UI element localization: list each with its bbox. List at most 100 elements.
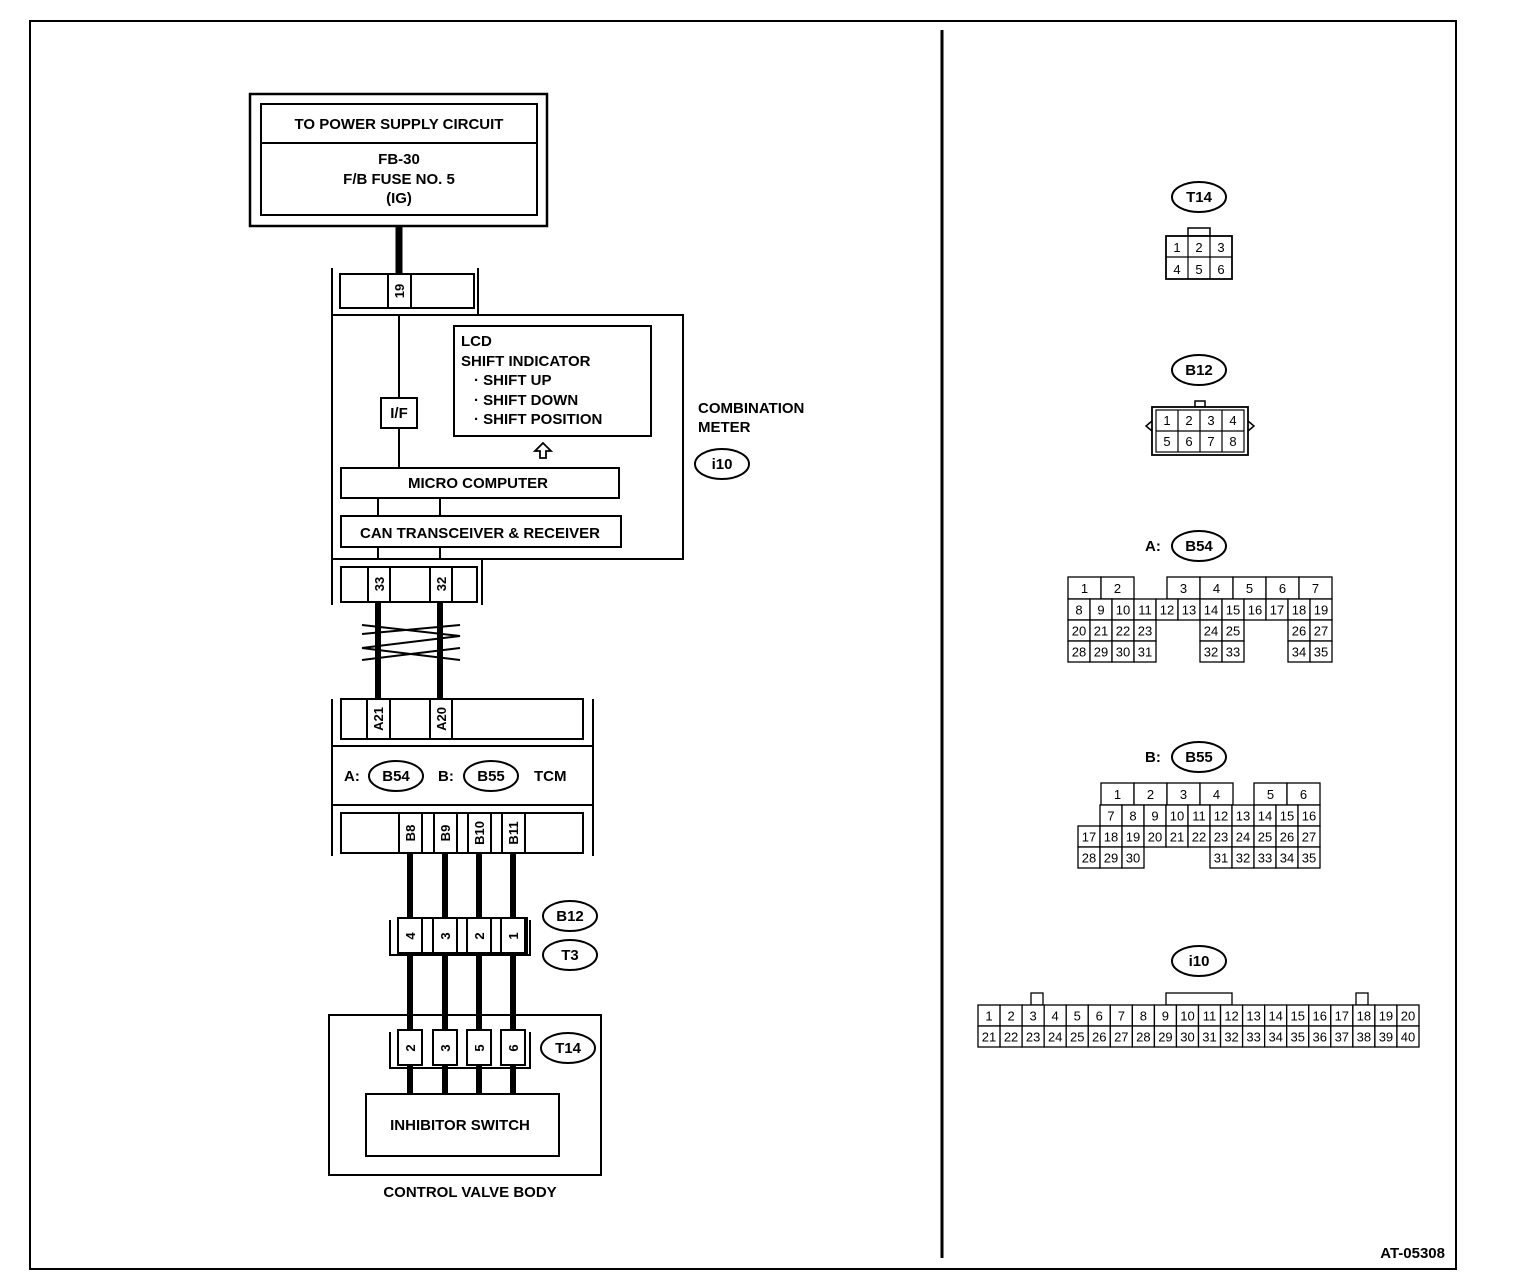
pin-cell: 13 — [1236, 809, 1250, 824]
tcm-b-prefix: B: — [438, 768, 454, 785]
connector-latch — [1030, 992, 1044, 1006]
connector-badge-b55-face — [1171, 741, 1227, 773]
connector-badge-label: T14 — [555, 1040, 582, 1057]
connector-badge-i10 — [694, 448, 750, 480]
can-transceiver-block — [340, 515, 622, 548]
pin-cell: 15 — [1226, 603, 1240, 618]
pin-cell: 35 — [1290, 1030, 1304, 1045]
pin-cell: 27 — [1114, 1030, 1128, 1045]
connector-face-t14: 1 2 3 4 5 6 — [1165, 227, 1233, 280]
pin-cell: 15 — [1280, 809, 1294, 824]
pin-cell: 29 — [1158, 1030, 1172, 1045]
pin-cell: 22 — [1004, 1030, 1018, 1045]
connector-badge-label: B55 — [477, 768, 505, 785]
connector-badge-b54-face — [1171, 530, 1227, 562]
pin-cell: 3 — [1180, 581, 1187, 596]
tcm-block: A21 A20 A: B54 B: B55 TCM B8 B9 B10 B11 — [331, 698, 594, 856]
pin-cell: 1 — [985, 1009, 992, 1024]
pin-cell: 26 — [1280, 830, 1294, 845]
pin-box — [1297, 846, 1321, 869]
pin-cell: 19 — [1126, 830, 1140, 845]
pin-cell: 20 — [1072, 624, 1086, 639]
pin-cell: 9 — [1162, 1009, 1169, 1024]
pin-cell: 6 — [1185, 434, 1192, 449]
pin-cell: 18 — [1104, 830, 1118, 845]
pin-cell: 21 — [1094, 624, 1108, 639]
connector-face-label: T14 — [1186, 189, 1213, 206]
pin-cell: 8 — [1075, 603, 1082, 618]
outer-frame — [29, 20, 1457, 1270]
lcd-block — [453, 325, 652, 437]
pin-cell: 25 — [1226, 624, 1240, 639]
pin-cell: 5 — [1195, 262, 1202, 277]
pin-cell: 18 — [1292, 603, 1306, 618]
pin-cell: 5 — [1246, 581, 1253, 596]
pin-cell: 2 — [1147, 787, 1154, 802]
pin-cell: 25 — [1258, 830, 1272, 845]
pin-cell: 25 — [1070, 1030, 1084, 1045]
tcm-a-prefix: A: — [344, 768, 360, 785]
pin-cell: 37 — [1335, 1030, 1349, 1045]
connector-badge-b54 — [368, 760, 424, 792]
pin-cell: 16 — [1313, 1009, 1327, 1024]
connector-badge-label: i10 — [712, 456, 733, 473]
pin-box — [1396, 1025, 1420, 1048]
pin-cell: 31 — [1138, 645, 1152, 660]
pin-cell: 17 — [1270, 603, 1284, 618]
pin-cell: 35 — [1314, 645, 1328, 660]
power-line1: FB-30 — [378, 151, 420, 168]
up-arrow-icon — [532, 441, 554, 459]
pin-cell: 2 — [1007, 1009, 1014, 1024]
pin-cell: 4 — [1173, 262, 1180, 277]
connector-badge-label: T3 — [561, 947, 579, 964]
pin-cell: 22 — [1116, 624, 1130, 639]
pin-cell: 6 — [1096, 1009, 1103, 1024]
pin-cell: 21 — [982, 1030, 996, 1045]
valve-pin: 3 — [438, 1044, 453, 1051]
micro-computer-label: MICRO COMPUTER — [408, 475, 548, 492]
pin-cell: 21 — [1170, 830, 1184, 845]
pin-cell: 5 — [1267, 787, 1274, 802]
pin-cell: 24 — [1048, 1030, 1062, 1045]
pin-cell: 39 — [1379, 1030, 1393, 1045]
pin-cell: 2 — [1185, 413, 1192, 428]
pin-cell: 34 — [1292, 645, 1306, 660]
power-line2: F/B FUSE NO. 5 — [343, 171, 455, 188]
power-title: TO POWER SUPPLY CIRCUIT — [295, 116, 504, 133]
pin-cell: 28 — [1082, 851, 1096, 866]
connector-latch — [1355, 992, 1369, 1006]
tcm-pin-a21: A21 — [371, 707, 386, 731]
pin-cell: 31 — [1214, 851, 1228, 866]
harness-pin: 2 — [472, 932, 487, 939]
pin-cell: 24 — [1236, 830, 1250, 845]
pin-cell: 23 — [1138, 624, 1152, 639]
pin-cell: 4 — [1229, 413, 1236, 428]
pin-cell: 34 — [1280, 851, 1294, 866]
connector-face-prefix: B: — [1145, 749, 1161, 766]
pin-cell: 12 — [1214, 809, 1228, 824]
pin-cell: 6 — [1217, 262, 1224, 277]
pin-cell: 13 — [1246, 1009, 1260, 1024]
pin-cell: 30 — [1126, 851, 1140, 866]
pin-cell: 1 — [1173, 240, 1180, 255]
lcd-line: · SHIFT DOWN — [474, 392, 578, 409]
pin-box — [1133, 640, 1157, 663]
pin-cell: 14 — [1204, 603, 1218, 618]
pin-cell: 6 — [1279, 581, 1286, 596]
tcm-pin-b8: B8 — [403, 825, 418, 842]
power-line3: (IG) — [386, 190, 412, 207]
connector-face-prefix: A: — [1145, 538, 1161, 555]
connector-badge-t14-face — [1171, 181, 1227, 213]
meter-pin-33: 33 — [372, 577, 387, 591]
pin-cell: 7 — [1312, 581, 1319, 596]
meter-pin-19: 19 — [392, 284, 407, 298]
connector-face-label: i10 — [1189, 953, 1210, 970]
if-block — [380, 397, 418, 429]
pin-cell: 33 — [1246, 1030, 1260, 1045]
pin-cell: 1 — [1114, 787, 1121, 802]
connector-badge-label: B54 — [382, 768, 410, 785]
pin-cell: 8 — [1129, 809, 1136, 824]
